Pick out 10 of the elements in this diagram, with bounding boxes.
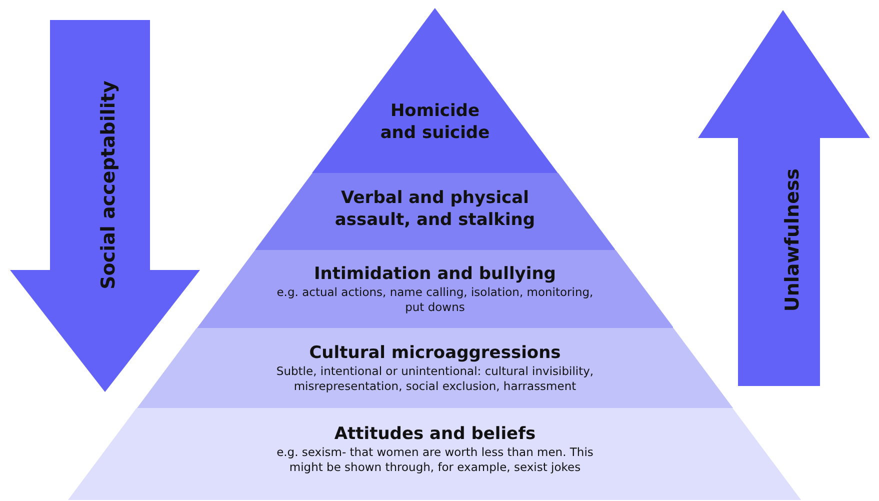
level-description: e.g. sexism- that women are worth less than men. This might be shown through, for example, sexist jokes [276, 445, 594, 475]
arrow-label: Social acceptability [96, 80, 119, 290]
level-title: Intimidation and bullying [312, 263, 557, 285]
level-title: Homicide and suicide [379, 100, 491, 144]
level-description: Subtle, intentional or unintentional: cultural invisibility, misrepresentation, social exclusion, harrassment [275, 364, 595, 394]
arrow-label: Unlawfulness [781, 168, 804, 312]
level-title: Cultural microaggressions [308, 342, 562, 364]
level-description: e.g. actual actions, name calling, isolation, monitoring, put downs [276, 285, 594, 315]
level-title: Attitudes and beliefs [333, 423, 537, 445]
level-title: Verbal and physical assault, and stalking [334, 187, 536, 231]
